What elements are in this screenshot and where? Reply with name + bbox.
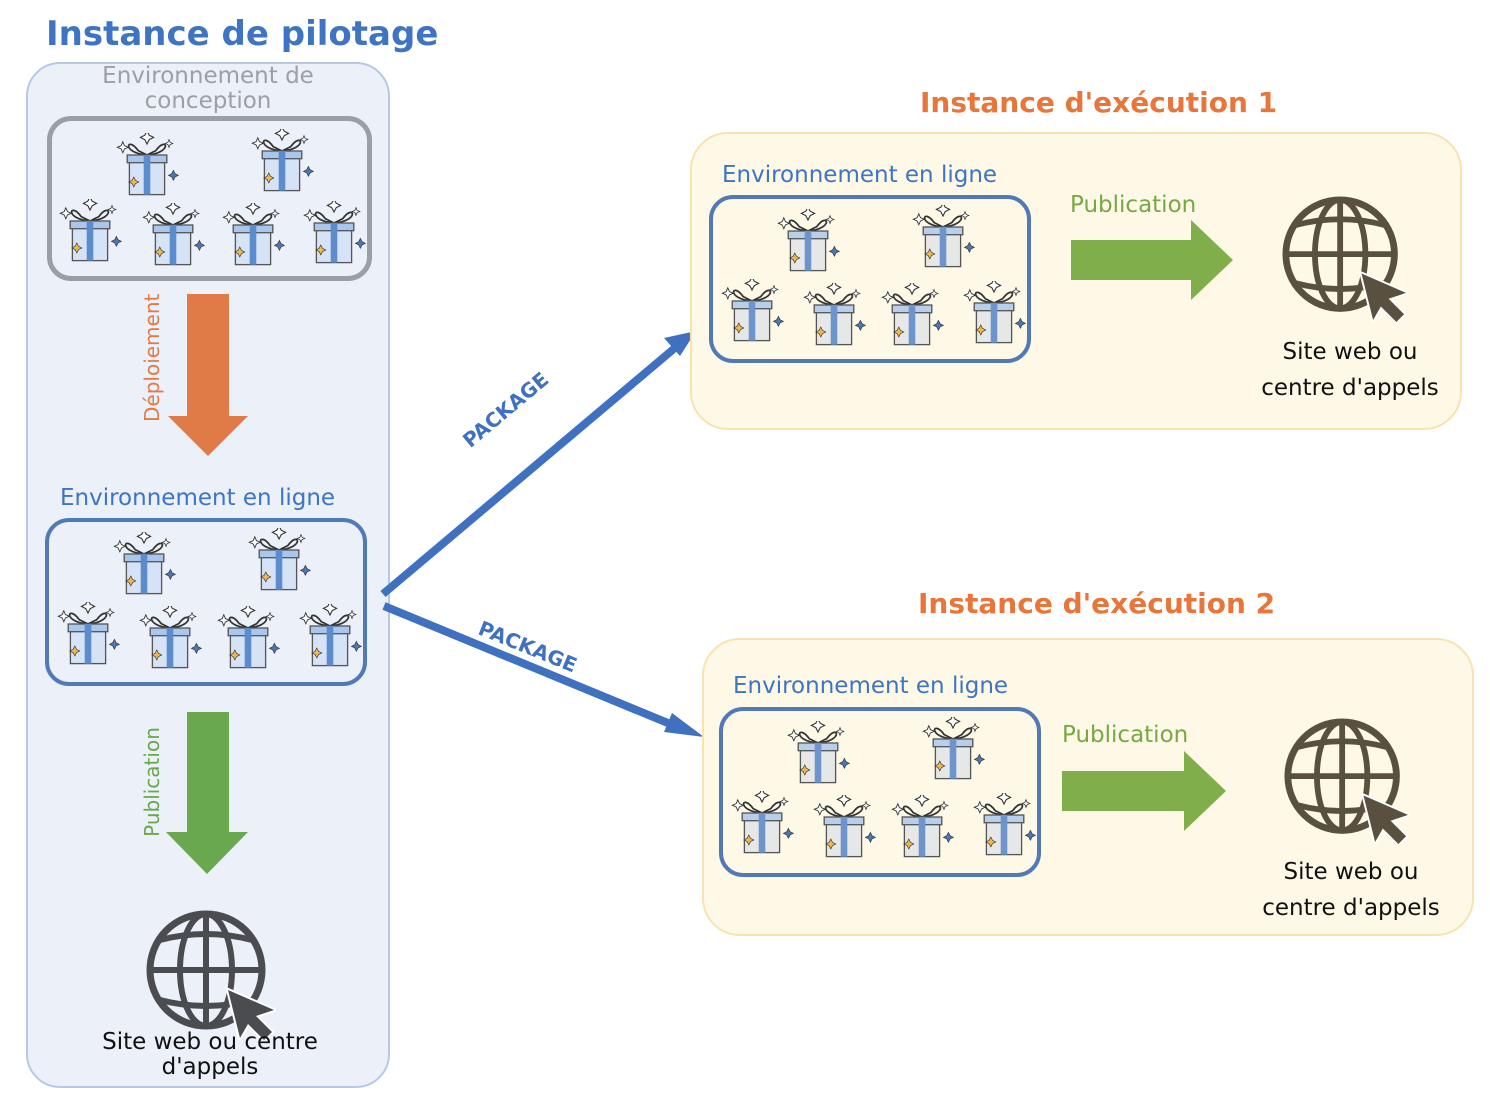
exec-1-publication-label: Publication xyxy=(1070,192,1197,218)
publish-arrow-pilot xyxy=(166,712,248,874)
package-arrow-2-head xyxy=(664,713,704,737)
package-arrow-2 xyxy=(382,602,682,732)
design-env-label: Environnement de conception xyxy=(102,63,314,114)
exec-2-online-env-label: Environnement en ligne xyxy=(733,673,1009,699)
gift-icon xyxy=(775,209,841,275)
gift-icon xyxy=(729,791,795,857)
gift-icon xyxy=(889,795,955,861)
exec-2-site-label-line1: Site web ou xyxy=(1283,859,1419,885)
globe-cursor-icon xyxy=(1282,196,1408,322)
gift-icon xyxy=(961,281,1027,347)
exec-2-site-label-line2: centre d'appels xyxy=(1262,895,1440,921)
exec-1-publish-arrow xyxy=(1071,220,1233,300)
gift-icon xyxy=(801,283,867,349)
package-arrow-1-head xyxy=(664,331,696,356)
exec-instance-1-panel xyxy=(690,132,1462,430)
pilot-site-label: Site web ou centre d'appels xyxy=(102,1029,318,1080)
gift-icon xyxy=(811,795,877,861)
exec-instance-2-title: Instance d'exécution 2 xyxy=(918,587,1276,620)
exec-instance-1-title: Instance d'exécution 1 xyxy=(920,86,1278,119)
gift-icon xyxy=(879,283,945,349)
exec-2-publish-arrow xyxy=(1062,751,1226,831)
pilot-online-env-box xyxy=(45,518,367,686)
exec-2-online-env-box xyxy=(719,707,1041,877)
gift-icon xyxy=(971,793,1037,859)
exec-1-site-label-line2: centre d'appels xyxy=(1261,375,1439,401)
gift-icon xyxy=(785,721,851,787)
globe-cursor-icon xyxy=(1284,718,1410,844)
exec-2-publication-label: Publication xyxy=(1062,722,1189,748)
pilot-online-env-label: Environnement en ligne xyxy=(60,485,336,511)
gift-icon xyxy=(920,717,986,783)
gift-icon xyxy=(910,205,976,271)
exec-1-online-env-label: Environnement en ligne xyxy=(722,162,998,188)
package-arrow-1 xyxy=(380,343,679,598)
design-env-box xyxy=(47,116,372,281)
gift-icon xyxy=(719,279,785,345)
exec-1-site-label-line1: Site web ou xyxy=(1282,339,1418,365)
pilot-instance-title: Instance de pilotage xyxy=(46,14,439,54)
deploy-arrow xyxy=(168,294,248,456)
exec-1-site-label: Site web ou centre d'appels xyxy=(1240,334,1460,406)
exec-2-site-label: Site web ou centre d'appels xyxy=(1241,854,1461,926)
exec-1-online-env-box xyxy=(709,195,1031,363)
